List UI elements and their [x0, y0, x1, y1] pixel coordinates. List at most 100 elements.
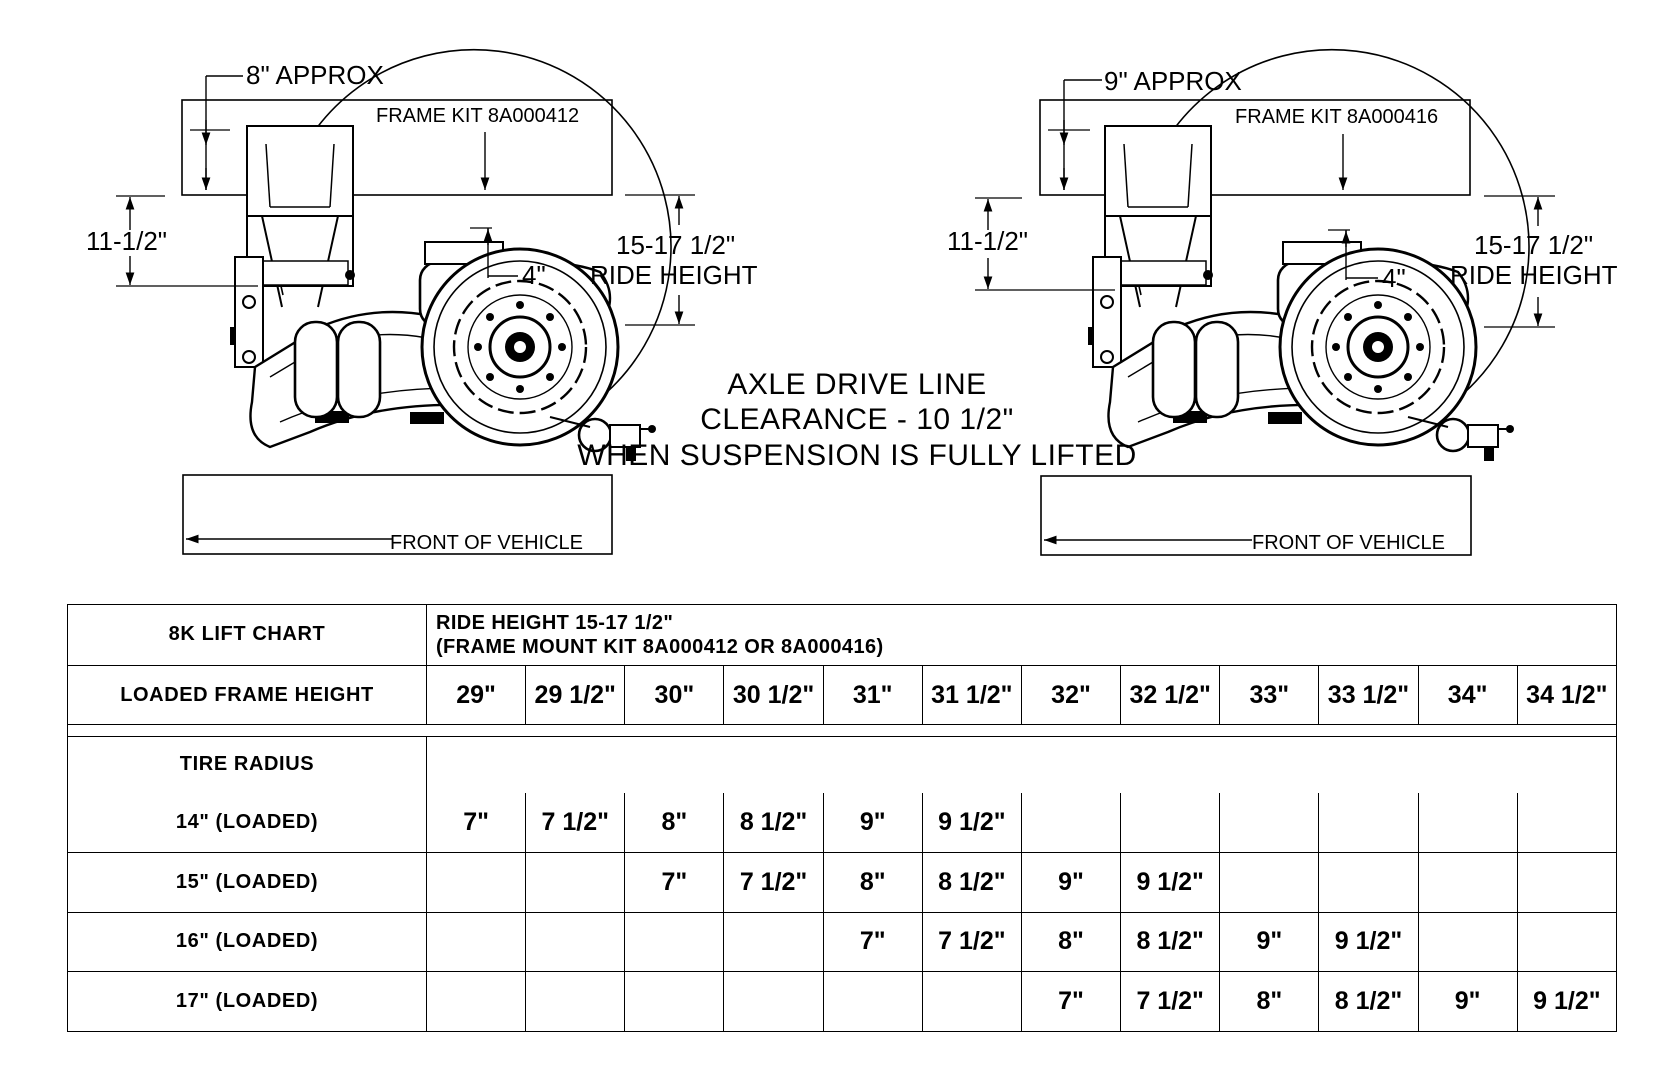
table-separator	[67, 724, 1617, 737]
frame-height-cell: 31"	[822, 664, 923, 726]
frame-height-cell: 33"	[1219, 664, 1320, 726]
lift-value-cell	[425, 911, 527, 973]
lift-value-cell	[1417, 851, 1518, 913]
lift-value-cell	[525, 851, 626, 913]
table-title-row: 8K LIFT CHART RIDE HEIGHT 15-17 1/2" (FR…	[67, 604, 1617, 666]
right-offset-label: 4"	[1382, 263, 1406, 293]
lift-value-cell	[525, 911, 626, 973]
lift-value-cell: 8"	[1020, 911, 1122, 973]
right-ride-height-value: 15-17 1/2"	[1474, 230, 1593, 260]
lift-value-cell: 7"	[822, 911, 923, 973]
frame-height-cell: 30 1/2"	[723, 664, 824, 726]
lift-value-cell: 9 1/2"	[1120, 851, 1221, 913]
lift-value-cell: 9 1/2"	[1516, 971, 1618, 1032]
table-row: 17" (LOADED) 7" 7 1/2" 8" 8 1/2" 9" 9 1/…	[67, 971, 1618, 1032]
lift-value-cell	[425, 851, 527, 913]
center-note: AXLE DRIVE LINE CLEARANCE - 10 1/2" WHEN…	[577, 368, 1137, 472]
frame-height-cell: 31 1/2"	[921, 664, 1022, 726]
lift-chart-table: 8K LIFT CHART RIDE HEIGHT 15-17 1/2" (FR…	[67, 604, 1618, 1032]
lift-value-cell	[723, 911, 824, 973]
tire-radius-row-label: 15" (LOADED)	[67, 851, 427, 913]
lift-value-cell: 8 1/2"	[921, 851, 1022, 913]
right-approx-label: 9" APPROX	[1104, 66, 1242, 96]
lift-value-cell	[1417, 911, 1518, 973]
lift-value-cell	[1417, 792, 1518, 853]
lift-value-cell	[624, 911, 725, 973]
suspension-diagrams: FRONT OF VEHICLE 8" APPROX FRAME KIT 8A0…	[86, 48, 1618, 556]
left-suspension-diagram: FRONT OF VEHICLE 8" APPROX FRAME KIT 8A0…	[86, 48, 758, 555]
lift-value-cell	[1516, 851, 1618, 913]
tire-radius-row: TIRE RADIUS	[67, 735, 1617, 793]
right-ride-height-label: RIDE HEIGHT	[1450, 260, 1618, 290]
lift-value-cell	[1219, 792, 1320, 853]
lift-value-cell	[1516, 792, 1618, 853]
lift-value-cell: 8 1/2"	[1318, 971, 1419, 1032]
lift-value-cell	[723, 971, 824, 1032]
frame-height-cell: 29"	[425, 664, 527, 726]
left-ride-height-label: RIDE HEIGHT	[590, 260, 758, 290]
lift-value-cell: 9 1/2"	[921, 792, 1022, 853]
lift-value-cell: 7 1/2"	[723, 851, 824, 913]
ride-height-header: RIDE HEIGHT 15-17 1/2" (FRAME MOUNT KIT …	[426, 604, 1617, 666]
lift-value-cell: 7 1/2"	[525, 792, 626, 853]
lift-value-cell	[1318, 851, 1419, 913]
frame-height-cell: 34"	[1417, 664, 1518, 726]
frame-height-cell: 30"	[624, 664, 725, 726]
lift-value-cell: 8"	[624, 792, 725, 853]
lift-value-cell: 9"	[822, 792, 923, 853]
lift-value-cell: 9"	[1020, 851, 1122, 913]
lift-value-cell	[822, 971, 923, 1032]
lift-value-cell: 7 1/2"	[921, 911, 1022, 973]
lift-value-cell: 8"	[1219, 971, 1320, 1032]
tire-radius-row-label: 16" (LOADED)	[67, 911, 427, 973]
table-row: 15" (LOADED) 7" 7 1/2" 8" 8 1/2" 9" 9 1/…	[67, 851, 1618, 913]
lift-value-cell	[425, 971, 527, 1032]
lift-value-cell	[1120, 792, 1221, 853]
lift-value-cell: 7"	[624, 851, 725, 913]
center-note-line1: AXLE DRIVE LINE	[727, 368, 986, 401]
lift-value-cell	[1516, 911, 1618, 973]
right-frame-kit-label: FRAME KIT 8A000416	[1235, 106, 1438, 128]
lift-value-cell	[1219, 851, 1320, 913]
frame-height-cell: 34 1/2"	[1516, 664, 1618, 726]
right-front-label: FRONT OF VEHICLE	[1252, 532, 1445, 554]
left-height-label: 11-1/2"	[86, 226, 167, 256]
right-suspension-diagram: FRONT OF VEHICLE 9" APPROX FRAME KIT 8A0…	[947, 48, 1618, 556]
lift-value-cell: 8"	[822, 851, 923, 913]
lift-value-cell	[1020, 792, 1122, 853]
tire-radius-row-label: 14" (LOADED)	[67, 792, 427, 853]
left-offset-label: 4"	[522, 260, 546, 290]
frame-height-cell: 32"	[1020, 664, 1122, 726]
left-approx-label: 8" APPROX	[246, 60, 384, 90]
lift-value-cell: 9"	[1219, 911, 1320, 973]
frame-height-label: LOADED FRAME HEIGHT	[67, 664, 427, 726]
table-row: 16" (LOADED) 7" 7 1/2" 8" 8 1/2" 9" 9 1/…	[67, 911, 1618, 973]
lift-value-cell: 9 1/2"	[1318, 911, 1419, 973]
center-note-line2: CLEARANCE - 10 1/2"	[700, 403, 1014, 436]
lift-value-cell	[525, 971, 626, 1032]
frame-height-cell: 29 1/2"	[525, 664, 626, 726]
lift-value-cell: 9"	[1417, 971, 1518, 1032]
left-ride-height-value: 15-17 1/2"	[616, 230, 735, 260]
frame-height-cell: 32 1/2"	[1120, 664, 1221, 726]
lift-value-cell: 8 1/2"	[1120, 911, 1221, 973]
table-row: 14" (LOADED) 7" 7 1/2" 8" 8 1/2" 9" 9 1/…	[67, 792, 1618, 853]
right-height-label: 11-1/2"	[947, 226, 1028, 256]
tire-radius-row-label: 17" (LOADED)	[67, 971, 427, 1032]
tire-radius-label: TIRE RADIUS	[67, 735, 427, 793]
frame-height-cell: 33 1/2"	[1318, 664, 1419, 726]
right-front-box	[1040, 475, 1472, 556]
lift-value-cell: 7 1/2"	[1120, 971, 1221, 1032]
center-note-line3: WHEN SUSPENSION IS FULLY LIFTED	[577, 439, 1137, 472]
left-front-label: FRONT OF VEHICLE	[390, 532, 583, 554]
lift-value-cell: 7"	[425, 792, 527, 853]
left-front-box	[182, 474, 613, 555]
lift-value-cell	[921, 971, 1022, 1032]
left-frame-kit-label: FRAME KIT 8A000412	[376, 105, 579, 127]
lift-value-cell	[1318, 792, 1419, 853]
lift-value-cell: 7"	[1020, 971, 1122, 1032]
lift-value-cell	[624, 971, 725, 1032]
table-title: 8K LIFT CHART	[67, 604, 427, 666]
frame-height-row: LOADED FRAME HEIGHT 29" 29 1/2" 30" 30 1…	[67, 664, 1618, 726]
lift-value-cell: 8 1/2"	[723, 792, 824, 853]
